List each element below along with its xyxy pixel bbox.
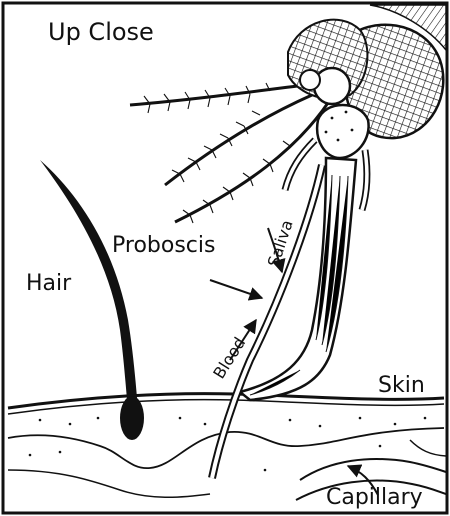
skin-label: Skin bbox=[378, 373, 425, 398]
diagram-title: Up Close bbox=[48, 18, 154, 46]
capillary-label: Capillary bbox=[326, 485, 423, 510]
hair-label: Hair bbox=[26, 271, 72, 296]
proboscis-label: Proboscis bbox=[112, 233, 215, 258]
